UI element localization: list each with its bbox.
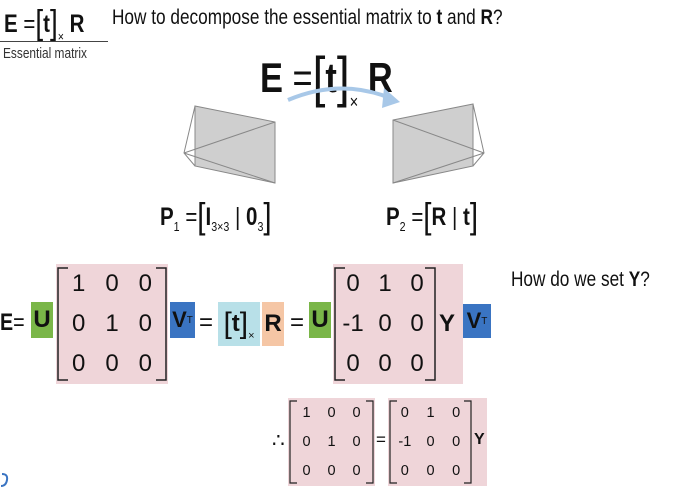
main-equals-3: = <box>290 309 305 336</box>
header-divider <box>0 41 108 42</box>
R-box: R <box>262 302 284 346</box>
eq-times: × <box>57 29 64 44</box>
logo-icon <box>0 473 9 487</box>
camera-2-projection: P2 =[R | t] <box>386 195 479 236</box>
eq-R: R <box>69 10 85 38</box>
U-box: U <box>31 302 53 338</box>
Y-symbol: Y <box>439 310 456 337</box>
center-equation: E =[t]× R <box>260 45 393 112</box>
therefore-Y: Y <box>474 431 485 448</box>
camera-2-icon <box>392 103 485 184</box>
main-E: E= <box>0 309 25 336</box>
eq-E: E <box>4 10 18 38</box>
main-equals-2: = <box>199 309 214 336</box>
header-equation: E =[t]× R <box>4 4 85 44</box>
header-question: How to decompose the essential matrix to… <box>112 6 503 29</box>
section-label: Essential matrix <box>3 46 87 62</box>
therefore-equals: = <box>376 430 386 449</box>
t-cross-box: [t]× <box>218 302 260 346</box>
rotation-arrow-icon <box>287 86 400 108</box>
camera-1-projection: P1 =[I3×3 | 03] <box>160 195 272 236</box>
question-text: How do we set Y? <box>511 268 650 291</box>
therefore-symbol: ∴ <box>272 430 285 452</box>
eq-t: t <box>43 10 50 38</box>
camera-1-icon <box>183 105 276 184</box>
U2-box: U <box>309 302 331 338</box>
eq-equals: = <box>23 10 36 38</box>
